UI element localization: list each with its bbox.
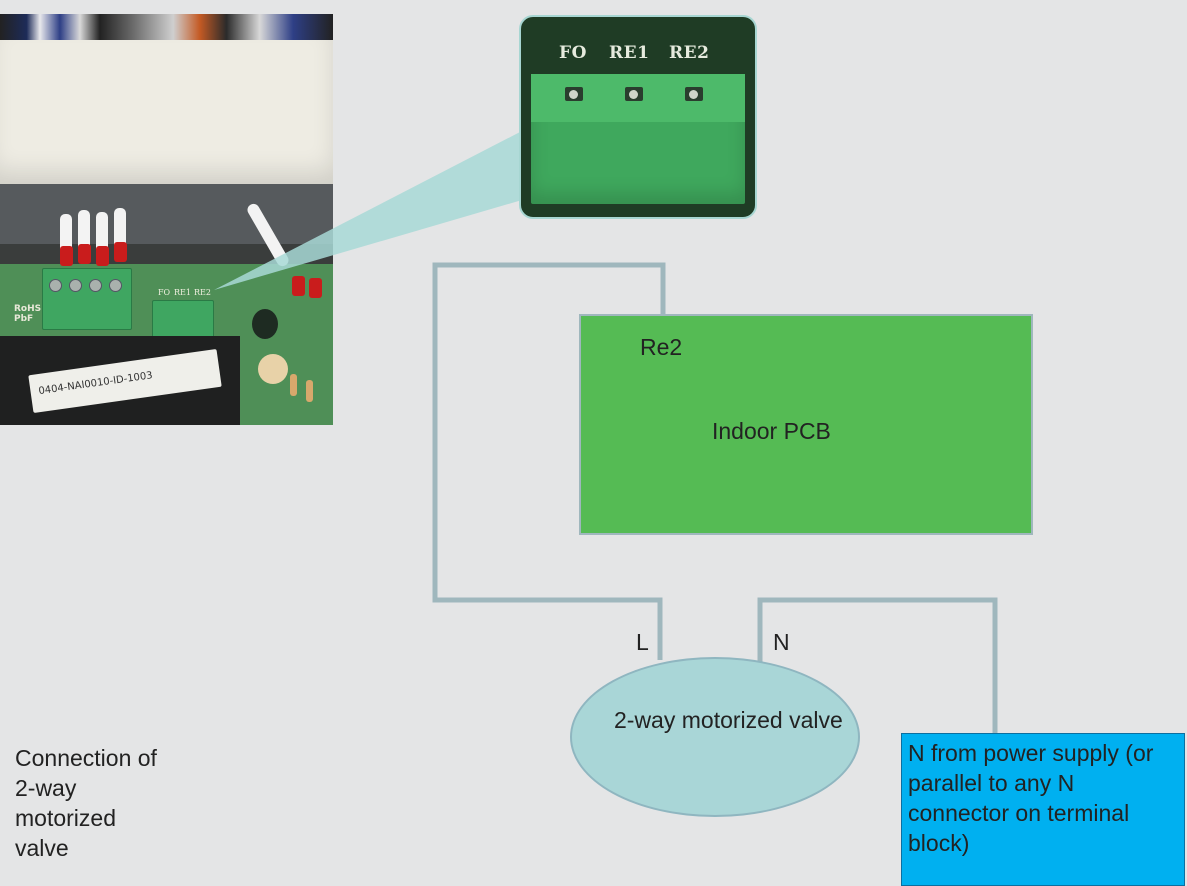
wire-sleeve: [309, 278, 322, 298]
rohs-text: RoHS: [14, 304, 42, 314]
wire-sleeve: [114, 242, 127, 262]
connector-screw: [689, 90, 698, 99]
motorized-valve: [570, 657, 860, 817]
pcb-label-re2: RE2: [194, 288, 211, 297]
re2-pin-label: Re2: [640, 334, 683, 360]
closeup-label-re1: RE1: [609, 43, 650, 63]
live-label: L: [636, 629, 649, 655]
wire-sleeve: [78, 244, 91, 264]
pcb-label-fo: FO: [158, 288, 171, 297]
pcb-label-re1: RE1: [174, 288, 191, 297]
wire-sleeve: [96, 246, 109, 266]
wire: [78, 210, 90, 254]
indoor-pcb-label: Indoor PCB: [712, 418, 831, 444]
housing-shadow: [0, 184, 333, 244]
caption-line: motorized: [15, 805, 116, 831]
neutral-label: N: [773, 629, 790, 655]
diode: [290, 374, 297, 396]
neutral-source-label: N from power supply (or parallel to any …: [908, 740, 1154, 856]
board-photo: FO RE1 RE2 RoHS PbF 0404-NAI0010-ID-1003: [0, 14, 333, 425]
neutral-source-box: N from power supply (or parallel to any …: [901, 733, 1185, 886]
neutral-wire: [757, 597, 998, 735]
wire-sleeve: [292, 276, 305, 296]
connector-closeup: FO RE1 RE2: [519, 15, 757, 219]
live-wire: [432, 262, 666, 660]
screw: [69, 279, 82, 292]
figure-caption: Connection of 2-way motorized valve: [15, 743, 215, 863]
indoor-pcb-box: [579, 314, 1033, 535]
screw: [49, 279, 62, 292]
diode: [306, 380, 313, 402]
closeup-label-re2: RE2: [669, 43, 710, 63]
wire: [114, 208, 126, 252]
coil: [258, 354, 288, 384]
closeup-label-fo: FO: [559, 43, 587, 63]
capacitor: [252, 309, 278, 339]
valve-label: 2-way motorized valve: [614, 707, 843, 733]
caption-line: valve: [15, 835, 69, 861]
plastic-housing: [0, 40, 333, 190]
screw: [89, 279, 102, 292]
screw: [109, 279, 122, 292]
rohs-mark: RoHS PbF: [14, 304, 41, 324]
caption-line: 2-way: [15, 775, 77, 801]
magnify-wedge: [214, 132, 522, 290]
four-pin-terminal: [42, 268, 132, 330]
connector-screw: [629, 90, 638, 99]
caption-line: Connection of: [15, 745, 157, 771]
wire-sleeve: [60, 246, 73, 266]
pbf-text: PbF: [14, 314, 34, 324]
wire: [96, 212, 108, 256]
connector-screw: [569, 90, 578, 99]
